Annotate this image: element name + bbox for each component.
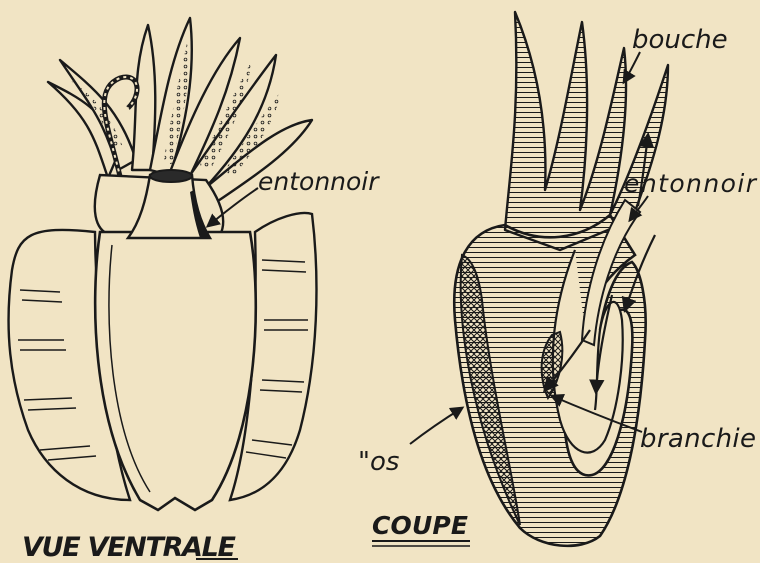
funnel-label-left: entonnoir (258, 167, 380, 196)
ventral-view: entonnoir VUE VENTRALE (9, 18, 381, 563)
bone-label: "os (358, 447, 399, 477)
bone-pointer (410, 408, 462, 444)
funnel-label-right: entonnoir (624, 169, 758, 198)
funnel-opening (150, 170, 192, 182)
gill-label: branchie (640, 424, 756, 454)
section-view-title: COUPE (372, 511, 468, 540)
mouth-label: bouche (632, 25, 728, 55)
section-view: bouche entonnoir branchie "os COUPE (358, 12, 758, 546)
